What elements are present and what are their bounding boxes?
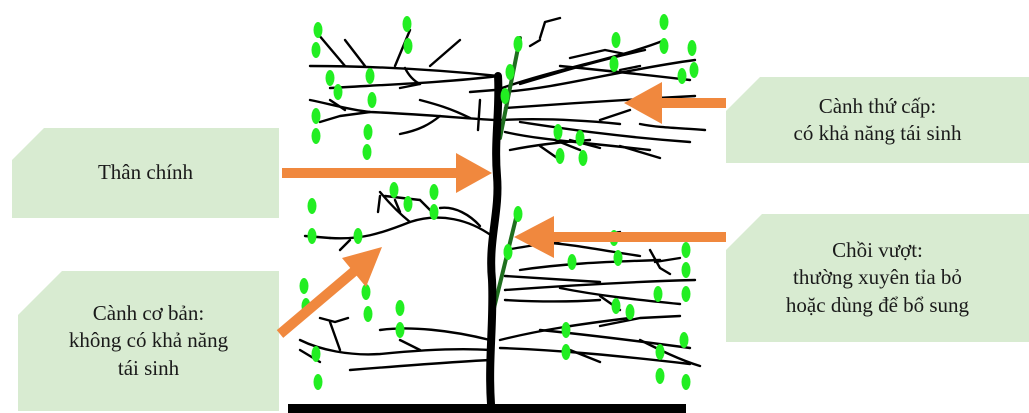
leaves [299,14,699,390]
callout-box-basic-branch [18,271,279,411]
arrow-main-trunk [282,153,492,193]
label-basic-branch-line3: tái sinh [117,355,180,380]
label-secondary-branch: Cành thứ cấp: có khả năng tái sinh [726,77,1029,163]
arrow-secondary-branch [624,82,726,124]
branches [298,16,707,372]
label-basic-branch: Cành cơ bản: không có khả năng tái sinh [18,271,279,411]
label-main-trunk-text: Thân chính [97,160,194,185]
label-main-trunk: Thân chính [12,128,279,218]
main-trunk [486,72,503,408]
label-water-sprout: Chồi vượt: thường xuyên tỉa bỏ hoặc dùng… [726,214,1029,342]
label-basic-branch-line2: không có khả năng [68,328,229,353]
label-water-sprout-line3: hoặc dùng để bổ sung [785,292,970,317]
label-secondary-branch-line2: có khả năng tái sinh [793,121,962,145]
arrow-water-sprout [514,216,726,258]
ground-line [288,404,686,413]
callout-box-water-sprout [726,214,1029,342]
water-sprout-upper [498,36,522,140]
arrow-basic-branch [276,247,382,338]
callout-box-main-trunk [12,128,279,218]
label-water-sprout-line1: Chồi vượt: [832,238,923,263]
label-basic-branch-line1: Cành cơ bản: [92,301,205,326]
label-secondary-branch-line1: Cành thứ cấp: [818,93,937,118]
label-water-sprout-line2: thường xuyên tỉa bỏ [793,265,962,290]
callout-box-secondary-branch [726,77,1029,163]
